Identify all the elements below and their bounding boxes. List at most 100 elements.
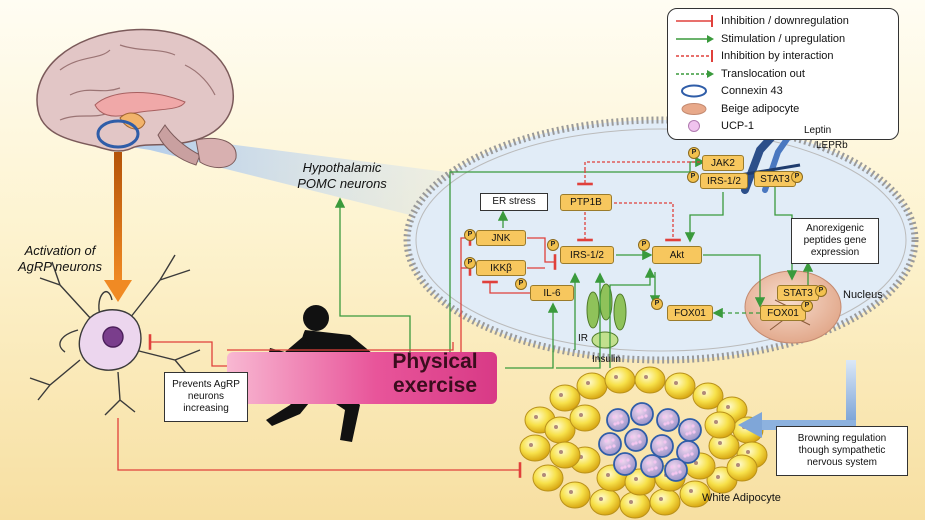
insulin-label: Insulin (592, 354, 621, 365)
ucp1-dot (688, 431, 692, 435)
adipocyte-nucleus (599, 497, 603, 501)
legend-swatch (676, 34, 714, 43)
adipocyte-nucleus (614, 375, 618, 379)
ucp1-dot (654, 466, 658, 470)
phospho-marker: P (815, 285, 827, 297)
ucp1-dot (686, 453, 690, 457)
white-adipocyte-cell (704, 411, 736, 439)
legend-swatch (681, 84, 707, 98)
adipocyte-nucleus (674, 381, 678, 385)
ucp1-dot (630, 435, 634, 439)
ucp1-dot (620, 420, 624, 424)
legend-item: Inhibition by interaction (674, 49, 834, 63)
white-adipocyte-cell (664, 372, 696, 400)
ucp1-dot (619, 414, 623, 418)
ucp1-dot (684, 425, 688, 429)
ikkb-box: IKKβ (476, 260, 526, 276)
adipocyte-nucleus (529, 443, 533, 447)
beige-adipocyte-cell (624, 428, 648, 452)
irs-box: IRS-1/2 (560, 246, 614, 264)
agrp-neuron (29, 254, 201, 416)
adipocyte-nucleus (579, 413, 583, 417)
legend-item: Inhibition / downregulation (674, 14, 849, 28)
adipocyte-nucleus (542, 473, 546, 477)
legend-label: Connexin 43 (721, 85, 783, 97)
irs-top-box: IRS-1/2 (700, 173, 748, 189)
legend-item: Connexin 43 (674, 84, 783, 98)
exercise-banner (227, 352, 497, 404)
ucp1-dot (612, 444, 616, 448)
ucp1-dot (685, 432, 689, 436)
white-adipocyte-cell (559, 481, 591, 509)
white-adipocyte-cell (692, 382, 724, 410)
legend-swatch (676, 50, 713, 62)
adipocyte-nucleus (559, 450, 563, 454)
ucp1-dot (627, 464, 631, 468)
legend-label: UCP-1 (721, 120, 755, 132)
ucp1-dot (660, 447, 664, 451)
legend-label: Translocation out (721, 67, 805, 80)
white-adipocyte-cell (589, 488, 621, 516)
ucp1-dot (604, 439, 608, 443)
ucp1-dot (662, 415, 666, 419)
ucp1-dot (674, 471, 678, 475)
adipocyte-nucleus (726, 405, 730, 409)
legend-label: Inhibition by interaction (721, 50, 834, 62)
ucp1-dot (637, 434, 641, 438)
adipocyte-nucleus (716, 475, 720, 479)
activation-label: Activation of AgRP neurons (17, 243, 103, 275)
ucp1-dot (653, 460, 657, 464)
leprb-label: LEPRb (816, 140, 848, 151)
adipose-tissue (519, 366, 768, 519)
ucp1-dot (647, 468, 651, 472)
stat3-nucleus-box: STAT3 (777, 285, 819, 301)
adipocyte-nucleus (554, 425, 558, 429)
hypothalamic-label: Hypothalamic POMC neurons (297, 160, 387, 192)
white-adipocyte-cell (549, 384, 581, 412)
ucp1-dot (623, 465, 627, 469)
adipocyte-nucleus (534, 415, 538, 419)
legend-label: Beige adipocyte (721, 102, 800, 115)
phospho-marker: P (651, 298, 663, 310)
ucp1-dot (644, 414, 648, 418)
adipocyte-nucleus (694, 461, 698, 465)
adipocyte-nucleus (634, 477, 638, 481)
adipocyte-nucleus (746, 450, 750, 454)
ucp1-dot (643, 408, 647, 412)
white-adipocyte-cell (576, 372, 608, 400)
white-adipocyte-cell (726, 454, 758, 482)
phospho-marker: P (801, 300, 813, 312)
insulin-receptor-icon (586, 283, 627, 349)
legend-label: Stimulation / upregulation (721, 32, 846, 45)
ucp1-dot (677, 464, 681, 468)
beige-adipocyte-cell (656, 408, 680, 432)
ucp1-dot (682, 447, 686, 451)
ucp1-dot (657, 448, 661, 452)
beige-adipocyte-cell (606, 408, 630, 432)
white-adipocyte-cell (532, 464, 564, 492)
ucp1-dot (638, 440, 642, 444)
exercise-label: Physical exercise (392, 350, 478, 397)
phospho-marker: P (687, 171, 699, 183)
ucp1-dot (640, 415, 644, 419)
adipocyte-nucleus (606, 473, 610, 477)
legend-swatch (681, 102, 707, 115)
phospho-marker: P (547, 239, 559, 251)
beige-adipocyte-cell (630, 402, 654, 426)
adipocyte-nucleus (629, 500, 633, 504)
ucp1-dot (608, 445, 612, 449)
ucp1-dot (692, 430, 696, 434)
legend-swatch (676, 15, 713, 27)
ucp1-dot (626, 458, 630, 462)
beige-adipocyte-cell (678, 418, 702, 442)
legend-item: Beige adipocyte (674, 102, 799, 116)
browning-box: Browning regulation though sympathetic n… (776, 426, 908, 476)
ucp1-dot (634, 441, 638, 445)
ucp1-dot (671, 472, 675, 476)
ptp1b-box: PTP1B (560, 194, 612, 211)
ucp1-dot (666, 421, 670, 425)
beige-adipocyte-cell (613, 452, 637, 476)
legend-swatch (688, 120, 700, 132)
